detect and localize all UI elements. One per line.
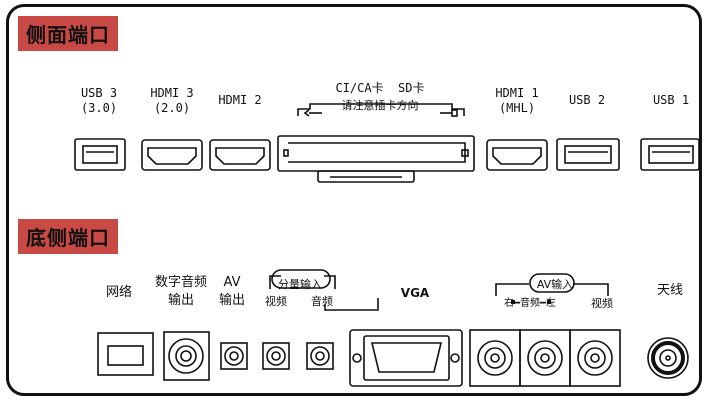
component-bracket	[269, 269, 379, 311]
hdmi3-sub-label: (2.0)	[153, 101, 191, 115]
vga-label: VGA	[400, 286, 430, 300]
av-in-right-jack	[469, 329, 521, 387]
av-in-audio-label: 右━音频━左	[503, 298, 557, 309]
ci-card-hint: 请注意插卡方向	[341, 99, 419, 112]
component-audio-jack	[306, 342, 334, 370]
hdmi1-label: HDMI 1	[495, 86, 539, 100]
av-in-bracket	[495, 273, 609, 296]
antenna-label: 天线	[656, 283, 683, 298]
bottom-ports-title: 底侧端口	[18, 219, 118, 254]
av-in-video-label: 视频	[591, 297, 613, 310]
av-out-label-line2: 输出	[218, 293, 245, 308]
usb2-port	[556, 138, 620, 171]
av-in-right-marker	[511, 300, 515, 304]
ci-direction-bracket	[297, 103, 465, 117]
digital-audio-label-line1: 数字音频	[154, 275, 207, 290]
av-out-label-line1: AV	[223, 275, 241, 290]
hdmi3-port	[141, 139, 203, 171]
usb3-label: USB 3	[80, 86, 118, 100]
hdmi3-label: HDMI 3	[150, 86, 194, 100]
usb3-sub-label: (3.0)	[80, 101, 118, 115]
hdmi2-port	[209, 139, 271, 171]
ci-card-slot	[277, 135, 475, 183]
component-audio-label: 音频	[311, 295, 333, 308]
hdmi1-sub-label: (MHL)	[498, 101, 536, 115]
usb1-port	[640, 138, 700, 171]
usb1-label: USB 1	[652, 93, 690, 107]
panel-frame	[6, 4, 702, 396]
vga-port	[349, 329, 463, 387]
component-video-jack	[262, 342, 290, 370]
av-in-left-jack	[519, 329, 571, 387]
digital-audio-port	[163, 331, 210, 381]
hdmi1-port	[486, 139, 548, 171]
av-out-jack	[220, 342, 248, 370]
network-label: 网络	[105, 285, 132, 300]
av-in-video-jack	[569, 329, 621, 387]
network-port	[97, 332, 154, 376]
antenna-port	[647, 337, 689, 379]
component-video-label: 视频	[265, 295, 287, 308]
side-ports-title: 侧面端口	[18, 16, 118, 51]
av-in-left-marker	[547, 300, 551, 304]
ci-card-label: CI/CA卡 SD卡	[335, 81, 425, 95]
hdmi2-label: HDMI 2	[218, 93, 262, 107]
digital-audio-label-line2: 输出	[167, 293, 194, 308]
usb2-label: USB 2	[568, 93, 606, 107]
av-in-label: AV输入	[536, 278, 574, 291]
usb3-port	[74, 138, 126, 171]
